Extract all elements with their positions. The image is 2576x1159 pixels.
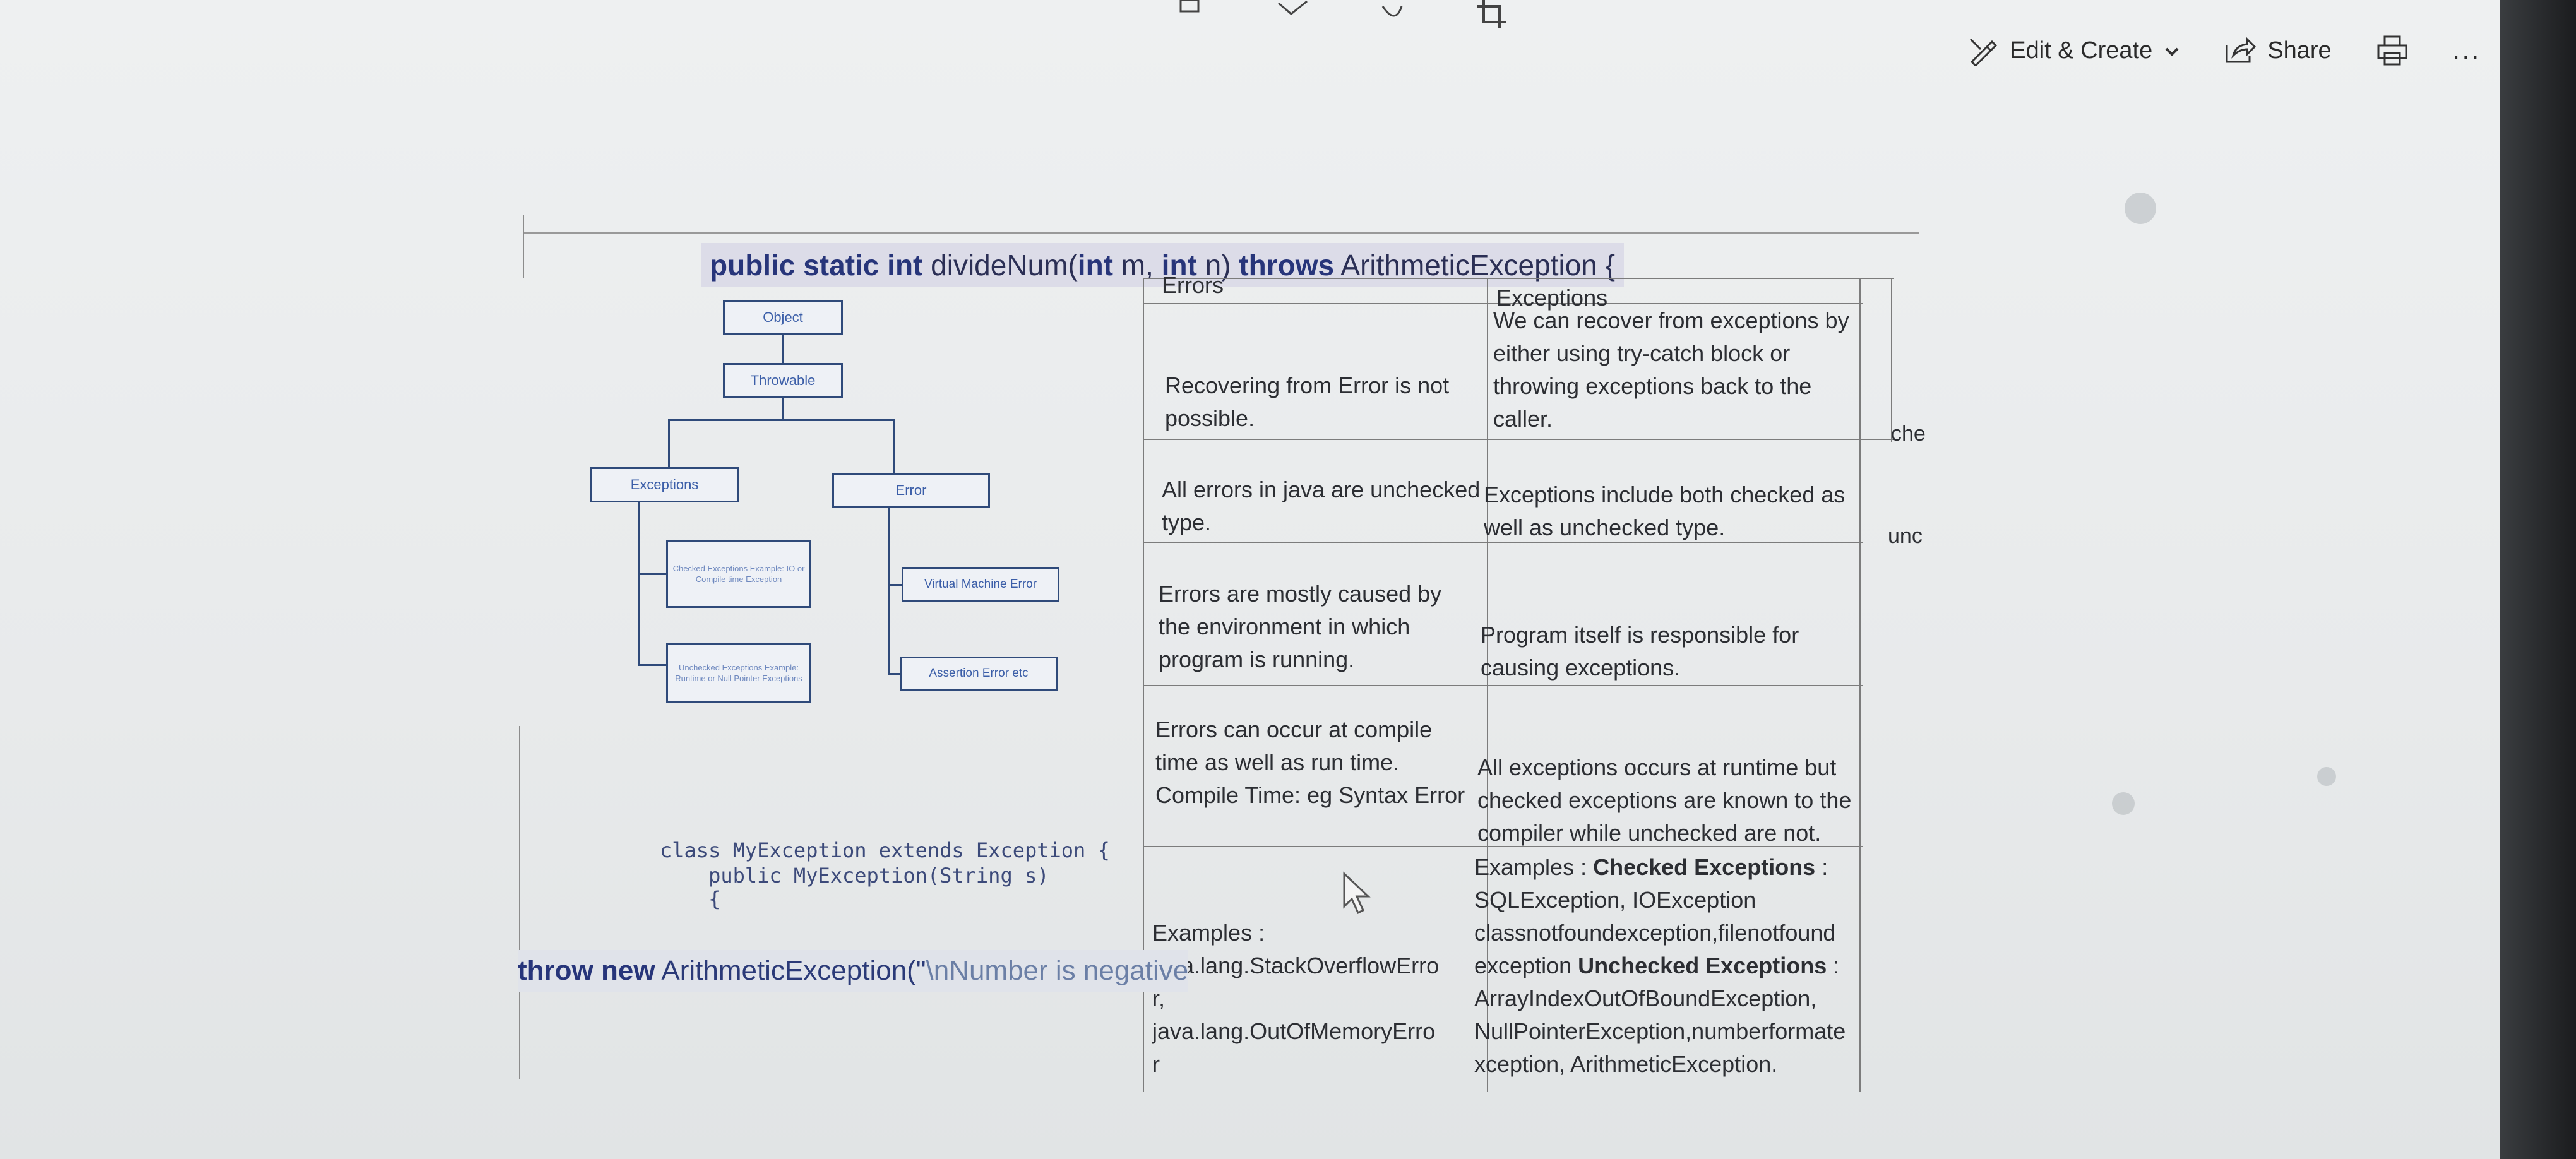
header-exceptions: Exceptions bbox=[1496, 285, 1608, 311]
row-1-errors: Recovering from Error is not possible. bbox=[1165, 372, 1450, 431]
side-text-unc: unc bbox=[1888, 524, 1923, 548]
monitor-bezel bbox=[2500, 0, 2576, 1159]
table-border bbox=[1143, 685, 1863, 686]
more-icon: ... bbox=[2452, 36, 2481, 64]
examples-unchecked: exception Unchecked Exceptions : bbox=[1474, 953, 1840, 978]
document-rule bbox=[524, 232, 1919, 234]
row-4-errors: Errors can occur at compile time as well… bbox=[1155, 716, 1465, 808]
node-unchecked-exceptions: Unchecked Exceptions Example: Runtime or… bbox=[666, 643, 811, 703]
screen-spot bbox=[2317, 767, 2336, 786]
check-icon[interactable] bbox=[1275, 0, 1308, 19]
connector bbox=[638, 502, 640, 665]
connector bbox=[668, 419, 895, 421]
connector bbox=[638, 664, 666, 666]
node-assertion-error: Assertion Error etc bbox=[900, 657, 1058, 691]
connector bbox=[893, 419, 895, 473]
crop-icon[interactable] bbox=[1477, 0, 1509, 28]
edit-create-icon bbox=[1968, 35, 1998, 66]
chevron-down-icon bbox=[2164, 37, 2180, 64]
node-object: Object bbox=[723, 300, 843, 335]
table-border bbox=[1891, 278, 1892, 442]
redo-icon[interactable] bbox=[1376, 0, 1408, 19]
node-exceptions: Exceptions bbox=[590, 467, 739, 502]
node-checked-exceptions: Checked Exceptions Example: IO or Compil… bbox=[666, 540, 811, 608]
row-5-errors: Examples : java.lang.StackOverflowErro r… bbox=[1152, 920, 1440, 1077]
node-error: Error bbox=[832, 473, 990, 508]
header-errors: Errors bbox=[1162, 272, 1224, 298]
class-line-1: class MyException extends Exception { bbox=[660, 838, 1110, 862]
connector bbox=[888, 673, 900, 675]
connector bbox=[888, 584, 902, 586]
edit-create-button[interactable]: Edit & Create bbox=[1968, 35, 2180, 66]
method-signature: public static int divideNum(int m, int n… bbox=[701, 243, 1625, 287]
examples-checked: Examples : Checked Exceptions : bbox=[1474, 854, 1828, 880]
share-label: Share bbox=[2267, 37, 2332, 64]
connector bbox=[888, 508, 890, 674]
mouse-cursor-icon bbox=[1342, 871, 1373, 918]
table-border bbox=[1143, 846, 1863, 847]
table-icon[interactable] bbox=[1174, 0, 1206, 19]
screen-spot bbox=[2125, 193, 2156, 224]
row-2-exceptions: Exceptions include both checked as well … bbox=[1484, 482, 1846, 540]
node-virtual-machine-error: Virtual Machine Error bbox=[902, 567, 1059, 602]
share-button[interactable]: Share bbox=[2224, 37, 2332, 64]
class-line-2: public MyException(String s) bbox=[660, 864, 1049, 888]
connector bbox=[782, 398, 784, 420]
print-button[interactable] bbox=[2376, 34, 2409, 67]
connector bbox=[782, 335, 784, 364]
toolbar: Edit & Create Share ... bbox=[1968, 19, 2481, 82]
row-1-exceptions: We can recover from exceptions by either… bbox=[1493, 307, 1849, 432]
table-border bbox=[1143, 303, 1863, 304]
edit-create-label: Edit & Create bbox=[2010, 37, 2153, 64]
table-border bbox=[1143, 439, 1894, 440]
more-button[interactable]: ... bbox=[2453, 37, 2481, 65]
top-partial-icons bbox=[1174, 0, 1509, 28]
table-border bbox=[1143, 278, 1894, 279]
row-5-exceptions: Examples : Checked Exceptions : SQLExcep… bbox=[1474, 851, 1853, 1081]
row-4-exceptions: All exceptions occurs at runtime but che… bbox=[1477, 754, 1852, 846]
row-3-errors: Errors are mostly caused by the environm… bbox=[1159, 581, 1442, 672]
errors-vs-exceptions-table: Errors Exceptions Recovering from Error … bbox=[1143, 272, 1900, 1098]
throw-statement: throw new ArithmeticException("\nNumber … bbox=[518, 950, 1189, 992]
row-3-exceptions: Program itself is responsible for causin… bbox=[1481, 622, 1799, 681]
class-line-3: { bbox=[660, 887, 721, 911]
side-text-che: che bbox=[1891, 422, 1926, 446]
share-icon bbox=[2224, 37, 2257, 64]
node-throwable: Throwable bbox=[723, 363, 843, 398]
row-2-errors: All errors in java are unchecked type. bbox=[1162, 477, 1481, 535]
document-margin-line bbox=[519, 726, 520, 1079]
connector bbox=[638, 573, 666, 575]
table-border bbox=[1143, 542, 1863, 543]
printer-icon bbox=[2376, 34, 2409, 67]
screen-spot bbox=[2112, 792, 2135, 815]
connector bbox=[668, 419, 670, 467]
document-margin-line bbox=[523, 215, 524, 278]
